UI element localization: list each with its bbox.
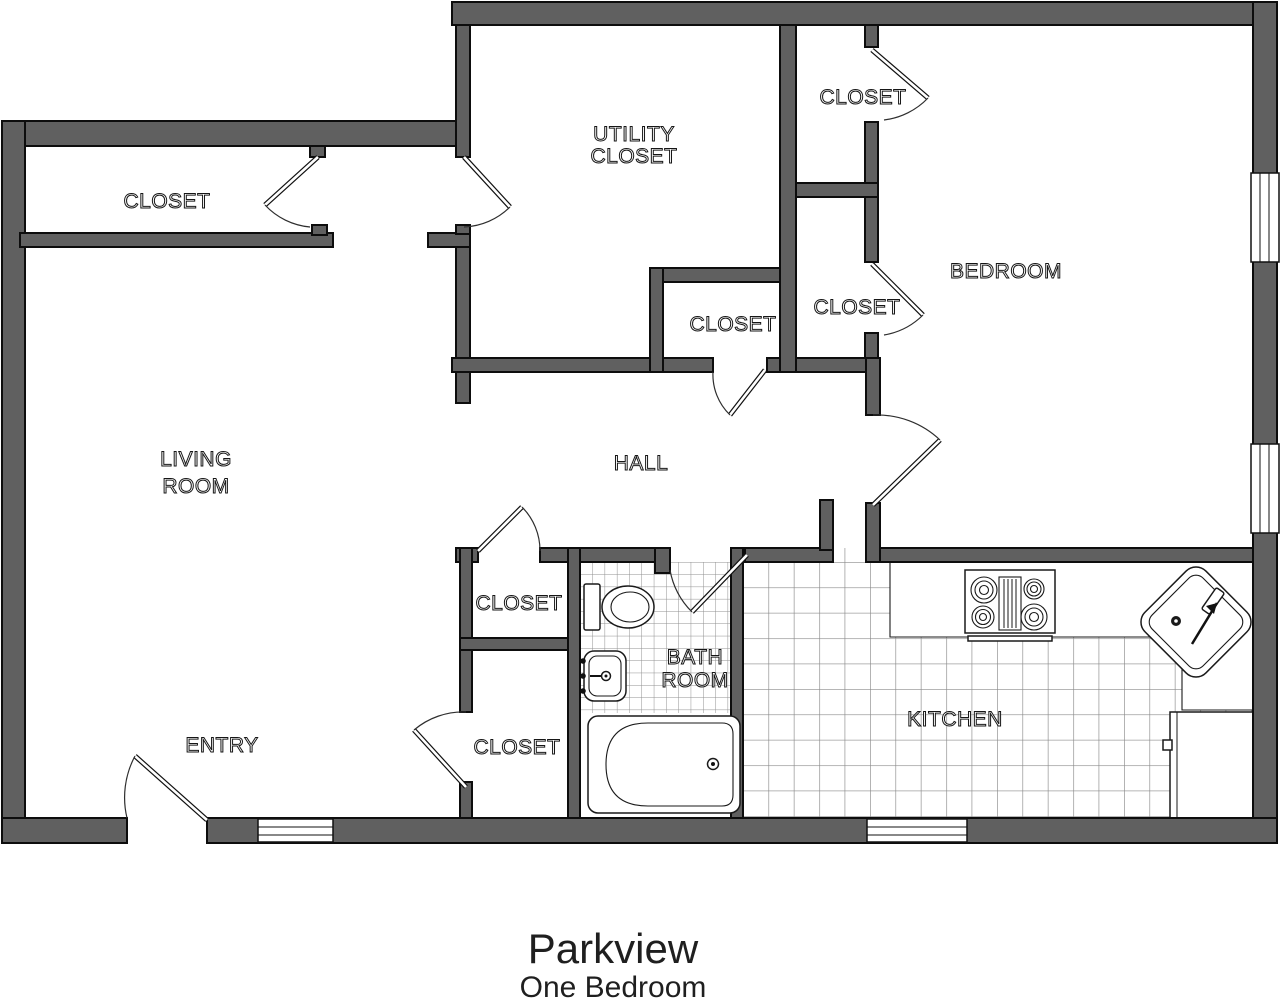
door-bedroom-closet-upper [870, 48, 930, 121]
wall-bottom-outer-main [206, 817, 1278, 844]
label-entry: ENTRY [185, 734, 258, 757]
burner-top-right [1023, 578, 1045, 600]
door-linen-closet [476, 505, 541, 553]
doors [123, 48, 942, 822]
door-bedroom [871, 414, 942, 507]
wall-closet-topleft-bottom [19, 232, 334, 248]
wall-right-outer [1252, 1, 1278, 844]
bathtub [587, 715, 741, 814]
label-utility-line1: UTILITY [593, 123, 675, 146]
door-bedroom-closet-lower [870, 262, 925, 336]
kitchen-sink [1140, 566, 1252, 678]
wall-bedroom-door-lower [865, 502, 881, 563]
label-closet-entry-side: CLOSET [473, 736, 560, 759]
plan-subtitle: One Bedroom [520, 971, 707, 1000]
door-utility-closet [462, 155, 512, 228]
wall-living-utility-upper [455, 24, 471, 158]
wall-utility-bedroomclosets [779, 24, 797, 373]
wall-closets-left-upper [459, 547, 473, 713]
label-closet-bedroom-upper: CLOSET [819, 86, 906, 109]
label-closet-linen: CLOSET [475, 592, 562, 615]
burner-top-left [970, 576, 998, 604]
wall-top-outer [451, 1, 1278, 26]
label-closet-hall-center: CLOSET [689, 313, 776, 336]
wall-alcove-return [427, 232, 471, 248]
wall-hall-bottom-2 [539, 547, 671, 563]
label-bath-line2: ROOM [661, 669, 728, 692]
room-labels: CLOSET UTILITY CLOSET CLOSET CLOSET CLOS… [123, 86, 1062, 760]
wall-closet1-closet2-divider [795, 182, 879, 198]
fixtures [580, 566, 1252, 814]
wall-closet1-right-lower [864, 121, 879, 184]
door-bathroom [669, 553, 749, 614]
door-entry-closet [412, 711, 468, 789]
label-living-line2: ROOM [162, 475, 229, 498]
jamb-alcove [455, 224, 471, 235]
label-utility-line2: CLOSET [590, 145, 677, 168]
wall-bedroom-kitchen [879, 547, 1254, 563]
window-kitchen-bottom [866, 818, 968, 843]
label-kitchen: KITCHEN [907, 708, 1003, 731]
wall-left-outer [1, 120, 26, 844]
wall-closets-left-lower [459, 781, 473, 819]
wall-hall-kitchen-stub [819, 499, 834, 551]
label-living-line1: LIVING [160, 448, 232, 471]
wall-closetAB-divider [459, 637, 569, 651]
label-bedroom: BEDROOM [950, 260, 1062, 283]
window-kitchen-right [1250, 443, 1280, 534]
wall-hallcloset-left [649, 267, 664, 373]
label-hall: HALL [614, 452, 669, 475]
door-entry [123, 754, 209, 822]
wall-bottom-outer-left [1, 817, 128, 844]
burner-bottom-right [1020, 603, 1048, 631]
burner-bottom-left [971, 605, 995, 629]
kitchen-entry-tile [833, 548, 867, 562]
wall-closet2-right-lower [864, 332, 879, 359]
plan-title: Parkview [528, 925, 699, 972]
title-block: Parkview One Bedroom [520, 925, 707, 1000]
label-bath-line1: BATH [667, 646, 723, 669]
jamb-bath-door [654, 547, 671, 574]
door-closet-top-left [263, 155, 320, 228]
label-closet-top-left: CLOSET [123, 190, 210, 213]
wall-living-utility-lower [455, 226, 471, 373]
toilet [583, 583, 655, 631]
label-closet-bedroom-lower: CLOSET [813, 296, 900, 319]
windows [257, 172, 1280, 843]
wall-left-top-outer [1, 120, 471, 147]
jamb-closet-topleft [311, 224, 328, 236]
walls [1, 1, 1278, 844]
wall-closet1-right-upper [864, 24, 879, 48]
refrigerator [1169, 711, 1254, 819]
wall-closet2-right-upper [864, 196, 879, 263]
bathroom-sink [580, 650, 627, 702]
wall-hallcloset-top [649, 267, 797, 283]
wall-closets-bath-divider [567, 547, 581, 819]
window-bedroom-right [1250, 172, 1280, 263]
refrigerator-handle [1162, 739, 1173, 751]
wall-bedroom-door-upper [865, 357, 881, 416]
door-hall-closet [712, 368, 767, 417]
stove [964, 569, 1056, 642]
jamb-closet-topleft-top [309, 145, 326, 158]
wall-hall-top-left [451, 357, 714, 373]
window-living-bottom [257, 818, 334, 843]
